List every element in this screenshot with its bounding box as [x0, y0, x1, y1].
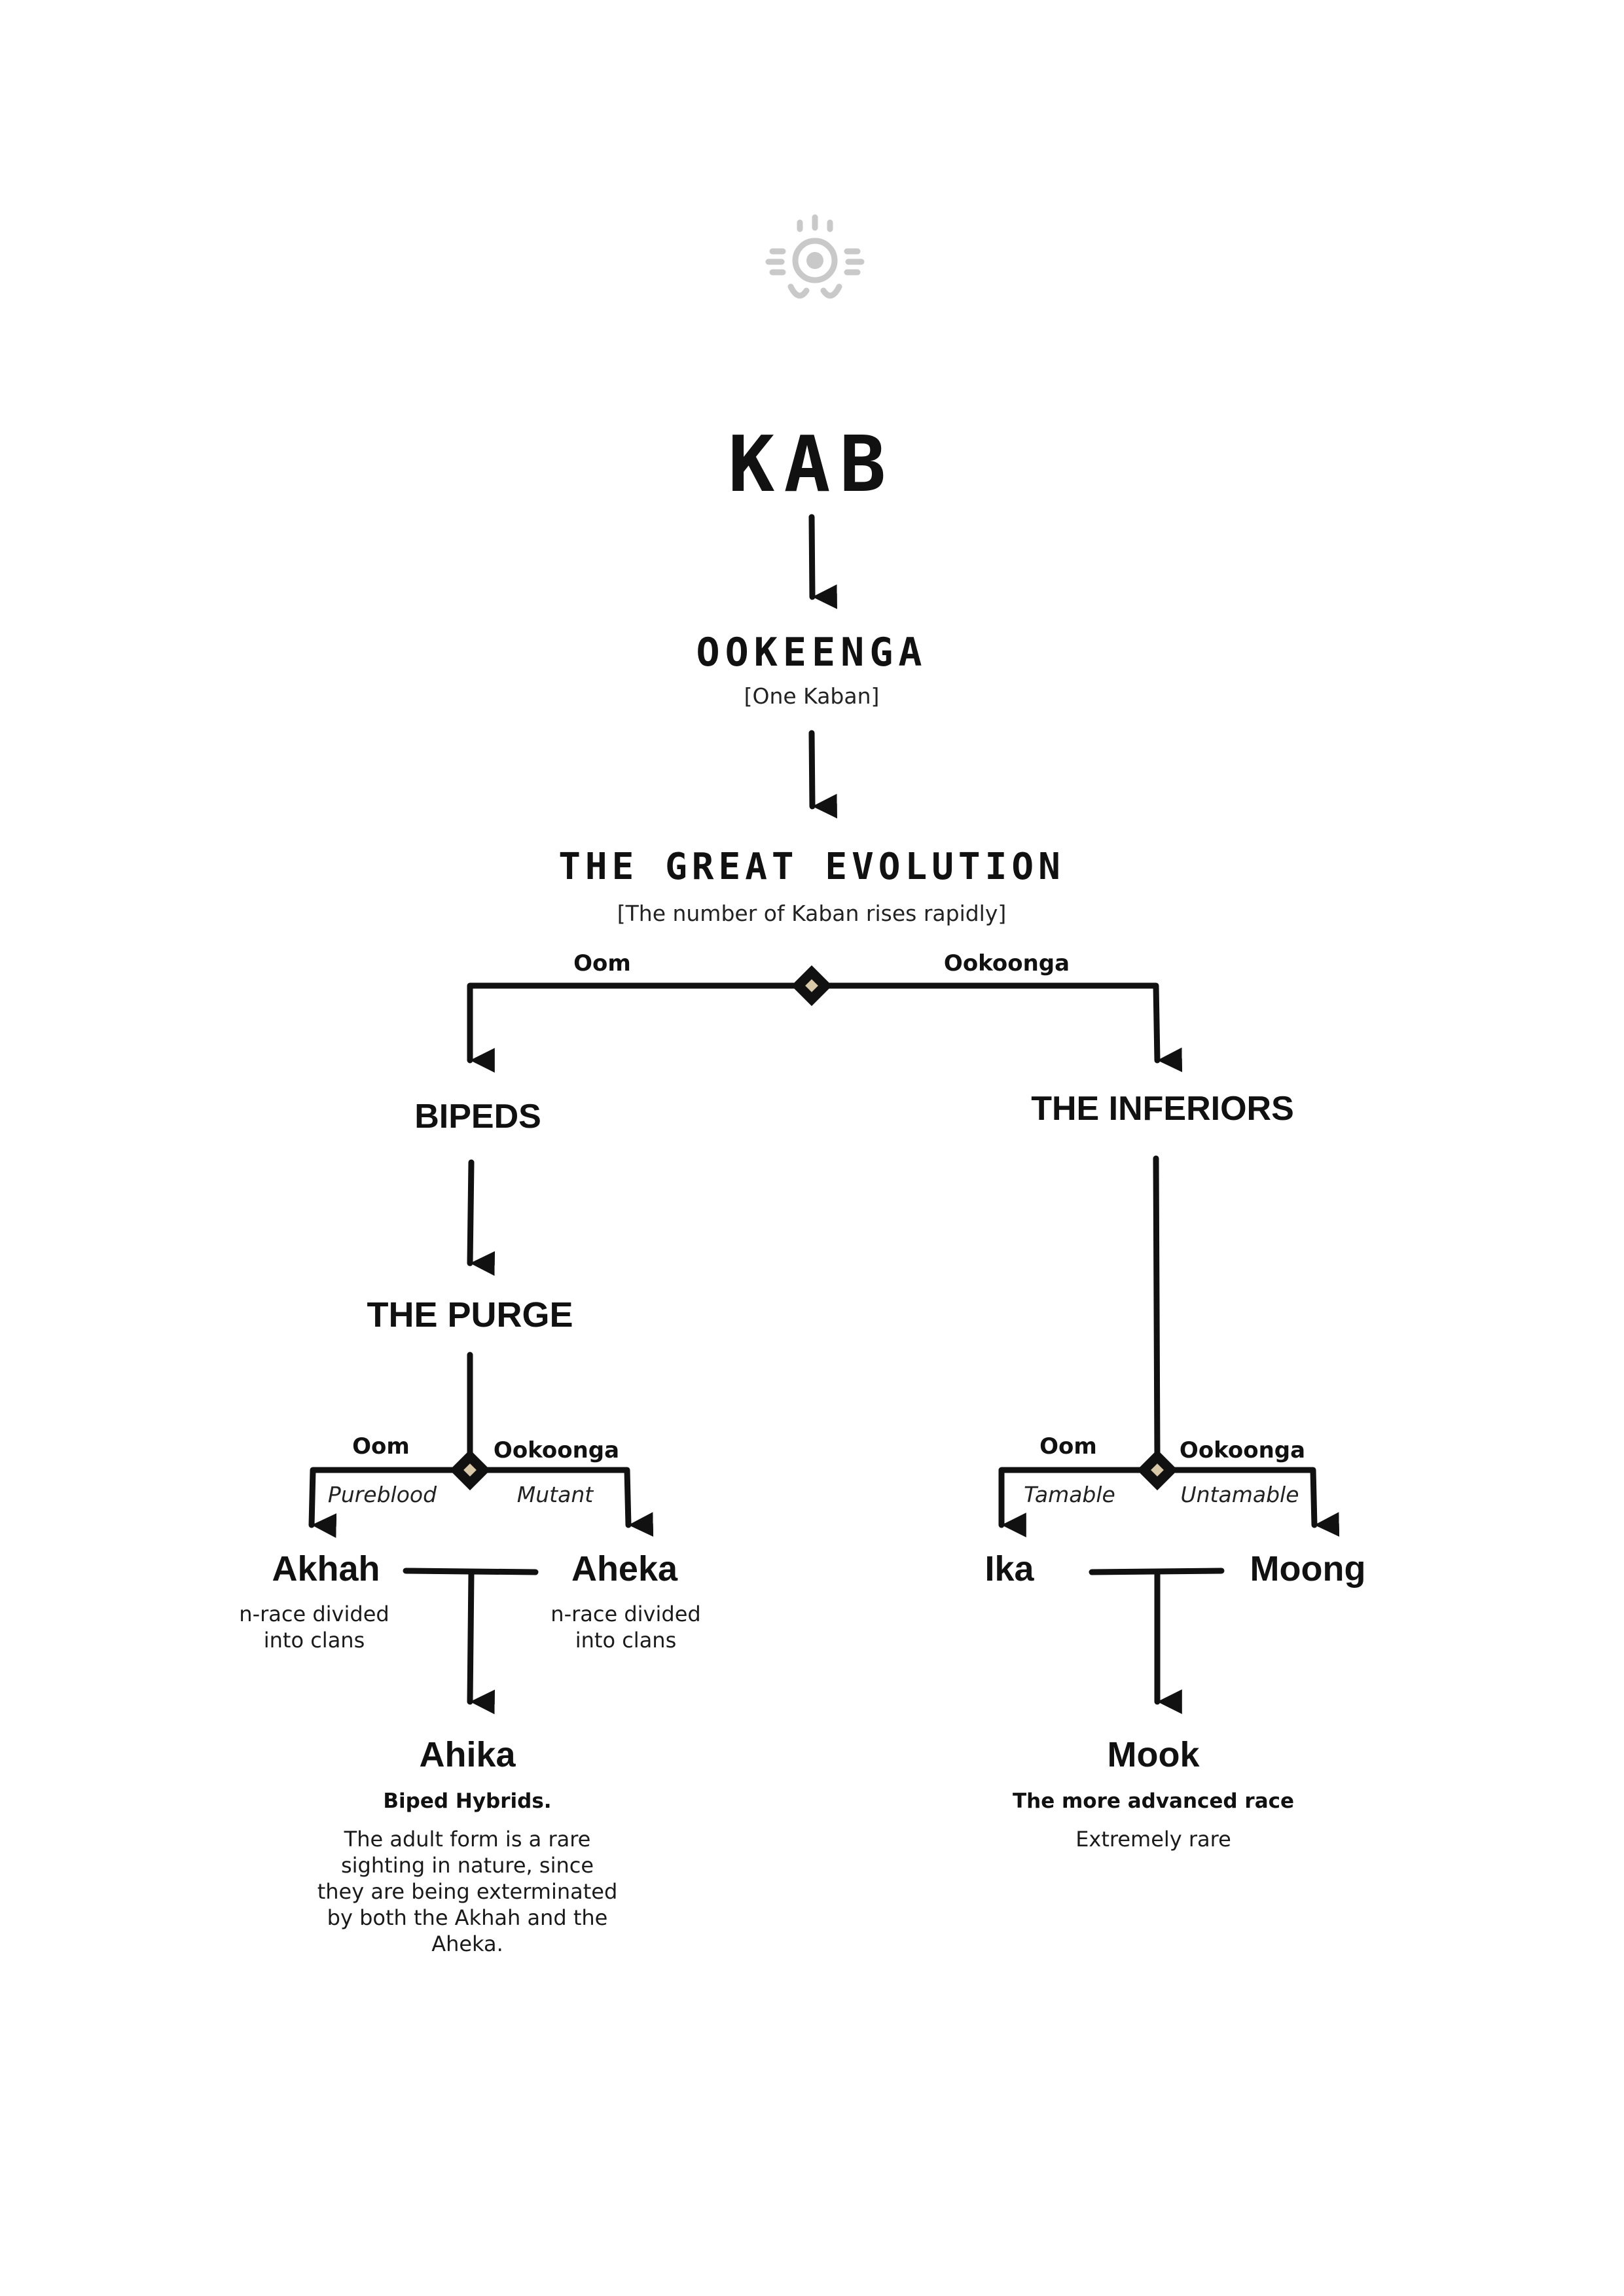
split2-right-branch	[481, 1467, 654, 1537]
arrow-to-ahika	[467, 1570, 495, 1715]
ookeenga-title: OOKEENGA	[696, 630, 928, 675]
mook-name: Mook	[1107, 1735, 1200, 1774]
split1-right-branch	[823, 982, 1183, 1073]
ahika-subtitle: Biped Hybrids.	[383, 1789, 552, 1813]
split2-left-trait: Pureblood	[327, 1482, 437, 1507]
akhah-description: n-race divided into clans	[239, 1602, 389, 1653]
aheka-name: Aheka	[571, 1549, 678, 1588]
ika-name: Ika	[984, 1549, 1034, 1588]
mook-subtitle: The more advanced race	[1012, 1789, 1295, 1813]
aheka-description: n-race divided into clans	[550, 1602, 701, 1653]
split3-right-label: Ookoonga	[1179, 1437, 1306, 1463]
split1-left-label: Oom	[573, 950, 631, 977]
great-evolution-subtitle: [The number of Kaban rises rapidly]	[617, 901, 1007, 926]
bipeds-title: BIPEDS	[414, 1098, 541, 1136]
inferiors-title: THE INFERIORS	[1031, 1090, 1294, 1128]
inferiors-stem	[1153, 1155, 1161, 1459]
moong-name: Moong	[1250, 1549, 1366, 1588]
split3-right-branch	[1168, 1467, 1340, 1537]
ahika-name: Ahika	[419, 1735, 516, 1774]
split2-right-trait: Mutant	[516, 1482, 594, 1507]
split3-left-label: Oom	[1039, 1433, 1097, 1460]
split2-left-label: Oom	[352, 1433, 410, 1460]
split1-left-branch	[467, 982, 801, 1073]
ookeenga-subtitle: [One Kaban]	[744, 683, 880, 709]
arrow-bipeds-to-purge	[467, 1159, 496, 1276]
split3-left-branch	[998, 1467, 1146, 1537]
split3-left-trait: Tamable	[1024, 1482, 1115, 1507]
split3-right-trait: Untamable	[1180, 1482, 1299, 1507]
purge-title: THE PURGE	[367, 1295, 573, 1335]
ahika-description: The adult form is a rare sighting in nat…	[317, 1827, 618, 1956]
great-evolution-title: THE GREAT EVOLUTION	[558, 846, 1065, 888]
mook-description: Extremely rare	[1075, 1827, 1231, 1852]
split2-diamond	[449, 1449, 491, 1491]
split2-left-branch	[308, 1467, 459, 1538]
akhah-name: Akhah	[272, 1549, 380, 1588]
sun-eye-emblem-icon	[765, 214, 865, 299]
split3-diamond	[1136, 1449, 1178, 1491]
kab-title: KAB	[728, 419, 895, 509]
split1-diamond	[791, 965, 833, 1007]
split1-right-label: Ookoonga	[943, 950, 1070, 977]
split2-right-label: Ookoonga	[493, 1437, 620, 1463]
